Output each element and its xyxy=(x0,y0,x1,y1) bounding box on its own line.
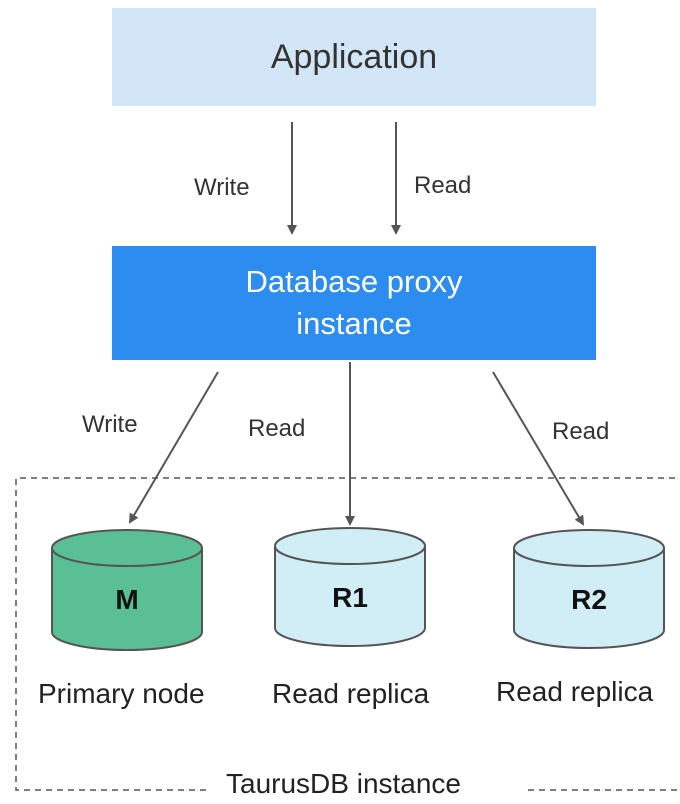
r1-node-top xyxy=(274,527,426,565)
read-arrow-r2 xyxy=(492,371,585,526)
r1-node-cylinder xyxy=(274,527,426,647)
proxy-label-line1: Database proxy xyxy=(245,264,463,299)
application-box: Application xyxy=(112,8,596,106)
top-write-label: Write xyxy=(194,174,250,201)
instance-border xyxy=(15,477,680,791)
bottom-write-label: Write xyxy=(82,411,138,438)
r2-node-top xyxy=(513,529,665,567)
primary-node-body xyxy=(51,548,203,651)
r2-node-code: R2 xyxy=(571,584,607,615)
proxy-label-line2: instance xyxy=(296,306,412,341)
primary-node-label: Primary node xyxy=(38,678,205,709)
bottom-read-label-r2: Read xyxy=(552,418,610,445)
primary-node-top xyxy=(51,529,203,567)
application-label: Application xyxy=(270,37,438,76)
database-proxy-box: Database proxy instance xyxy=(112,246,596,360)
taurusdb-instance-label: TaurusDB instance xyxy=(216,768,472,800)
r1-node-label: Read replica xyxy=(272,678,430,709)
r2-node-label: Read replica xyxy=(496,676,654,707)
r2-node-body xyxy=(513,548,665,649)
bottom-read-label-r1: Read xyxy=(248,415,306,442)
r1-node-code: R1 xyxy=(332,582,368,613)
r2-node-cylinder xyxy=(513,529,665,649)
primary-node-cylinder xyxy=(51,529,203,651)
r1-node-body xyxy=(274,546,426,647)
top-read-label: Read xyxy=(414,172,472,199)
primary-node-code: M xyxy=(115,584,139,615)
write-arrow-primary xyxy=(128,371,219,524)
